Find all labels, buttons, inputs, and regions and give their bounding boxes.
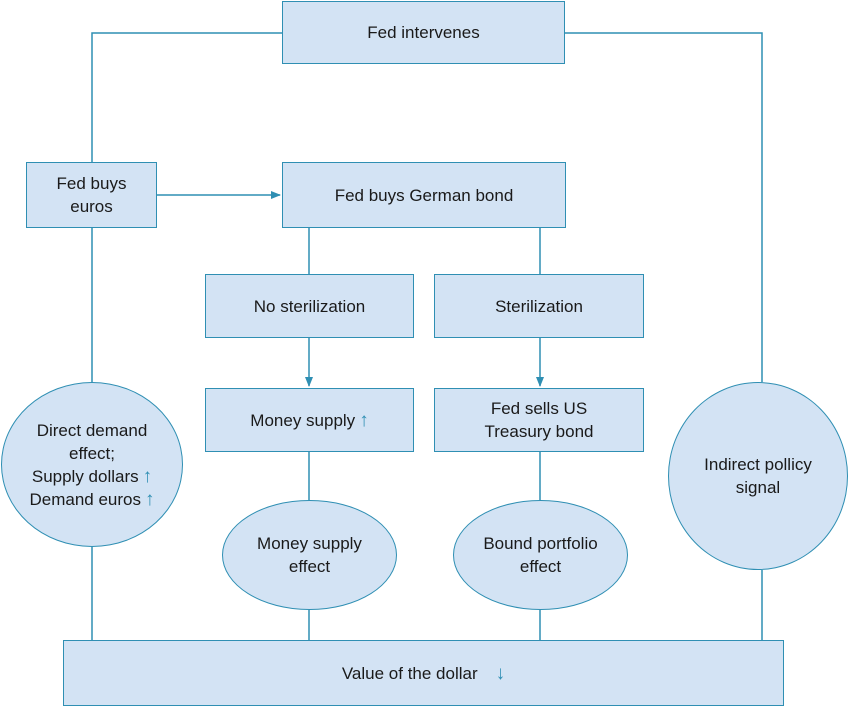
up-arrow-icon: ↑ xyxy=(145,488,155,510)
fed-buys-german-bond-box: Fed buys German bond xyxy=(282,162,566,228)
sterilization-label: Sterilization xyxy=(495,296,583,316)
sterilization-box: Sterilization xyxy=(434,274,644,338)
money-supply-effect-ellipse: Money supply effect xyxy=(222,500,397,610)
indirect-policy-signal-ellipse: Indirect pollicy signal xyxy=(668,382,848,570)
fed-buys-euros-line1: Fed buys xyxy=(56,174,127,193)
indirect-policy-signal-line2: signal xyxy=(735,478,781,497)
money-supply-effect-line1: Money supply xyxy=(257,534,362,553)
up-arrow-icon: ↑ xyxy=(142,465,153,487)
connector-intervenes-right xyxy=(565,32,763,382)
fed-buys-euros-box: Fed buys euros xyxy=(26,162,157,228)
fed-intervenes-box: Fed intervenes xyxy=(282,1,565,64)
fed-sells-us-box: Fed sells US Treasury bond xyxy=(434,388,644,452)
bound-portfolio-effect-line2: effect xyxy=(519,557,562,576)
fed-intervenes-label: Fed intervenes xyxy=(367,23,480,42)
money-supply-label: Money supply xyxy=(250,410,356,430)
fed-sells-us-line2: Treasury bond xyxy=(484,422,594,441)
direct-demand-line2: effect; xyxy=(69,443,115,463)
fed-sells-us-line1: Fed sells US xyxy=(490,399,588,418)
no-sterilization-label: No sterilization xyxy=(253,296,366,316)
down-arrow-icon: ↓ xyxy=(495,662,506,684)
money-supply-effect-line2: effect xyxy=(288,557,331,576)
value-of-dollar-label: Value of the dollar xyxy=(341,663,478,683)
no-sterilization-box: No sterilization xyxy=(205,274,414,338)
connector-intervenes-left xyxy=(91,32,282,162)
direct-demand-line4: Demand euros xyxy=(29,489,141,509)
indirect-policy-signal-line1: Indirect pollicy xyxy=(704,455,812,474)
fed-buys-euros-line2: euros xyxy=(70,197,113,216)
up-arrow-icon: ↑ xyxy=(359,409,369,431)
money-supply-box: Money supply ↑ xyxy=(205,388,414,452)
fed-buys-german-bond-label: Fed buys German bond xyxy=(334,185,514,205)
direct-demand-line1: Direct demand xyxy=(36,420,148,440)
bound-portfolio-effect-ellipse: Bound portfolio effect xyxy=(453,500,628,610)
value-of-dollar-box: Value of the dollar ↓ xyxy=(63,640,784,706)
direct-demand-ellipse: Direct demand effect; Supply dollars ↑ D… xyxy=(1,382,183,547)
direct-demand-line3: Supply dollars xyxy=(31,466,139,486)
bound-portfolio-effect-line1: Bound portfolio xyxy=(483,534,598,553)
